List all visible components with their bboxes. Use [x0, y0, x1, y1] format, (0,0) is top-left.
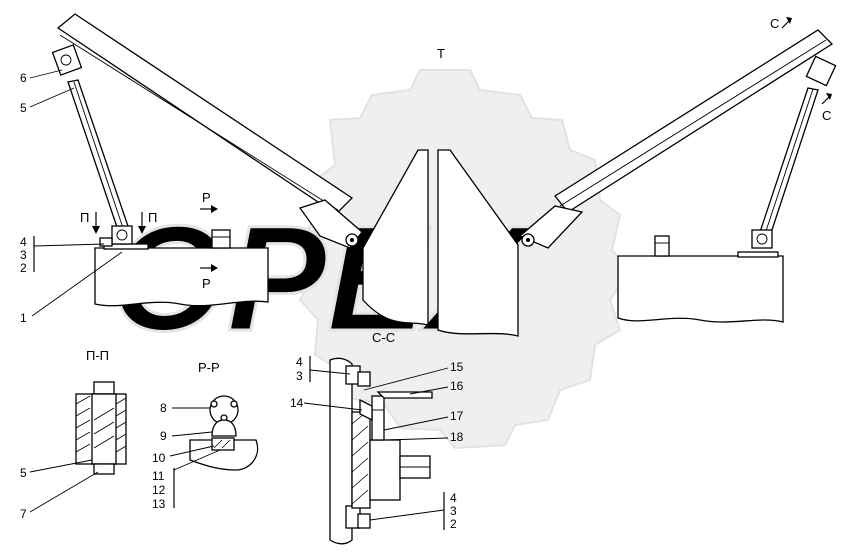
cut-plane-c: С С	[770, 16, 832, 123]
svg-text:Р: Р	[202, 190, 211, 205]
svg-text:5: 5	[20, 101, 27, 115]
svg-text:П: П	[148, 210, 157, 225]
view-rr-label: Р-Р	[198, 360, 220, 375]
callouts-pp: 5 7	[20, 459, 99, 521]
section-pp	[75, 381, 127, 475]
svg-text:17: 17	[450, 409, 464, 423]
view-cc-label: С-С	[372, 330, 395, 345]
svg-text:7: 7	[20, 507, 27, 521]
right-arm	[518, 29, 834, 249]
svg-text:П: П	[80, 210, 89, 225]
svg-text:15: 15	[450, 360, 464, 374]
svg-text:4: 4	[450, 491, 457, 505]
svg-text:4: 4	[296, 355, 303, 369]
svg-text:14: 14	[290, 396, 304, 410]
view-pp-label: П-П	[86, 348, 109, 363]
svg-text:11: 11	[152, 469, 165, 483]
top-label: Т	[437, 46, 445, 61]
right-strut	[751, 55, 837, 249]
svg-text:4: 4	[20, 235, 27, 249]
svg-text:6: 6	[20, 71, 27, 85]
cut-plane-r: Р Р	[200, 190, 218, 291]
left-strut	[51, 44, 133, 247]
right-base-block	[617, 235, 784, 323]
callouts-cc: 4 3 15 16 14 17 18 4 3 2	[290, 355, 464, 531]
svg-text:3: 3	[20, 248, 27, 262]
svg-text:С: С	[822, 108, 831, 123]
svg-text:13: 13	[152, 497, 166, 511]
svg-text:12: 12	[152, 483, 166, 497]
left-base-block	[94, 229, 269, 307]
center-posts	[362, 149, 519, 337]
svg-text:3: 3	[296, 369, 303, 383]
svg-text:8: 8	[160, 401, 167, 415]
svg-text:С: С	[770, 16, 779, 31]
section-cc	[329, 357, 433, 545]
svg-text:Р: Р	[202, 276, 211, 291]
svg-text:9: 9	[160, 429, 167, 443]
callouts-rr: 8 9 10 11 12 13	[152, 401, 221, 511]
svg-text:3: 3	[450, 504, 457, 518]
svg-text:2: 2	[20, 261, 27, 275]
svg-text:16: 16	[450, 379, 464, 393]
svg-text:5: 5	[20, 466, 27, 480]
cut-plane-p: П П	[80, 210, 157, 234]
svg-text:10: 10	[152, 451, 166, 465]
callouts-main: 6 5 4 3 2 1	[20, 69, 123, 325]
svg-text:1: 1	[20, 311, 27, 325]
svg-text:2: 2	[450, 517, 457, 531]
svg-text:18: 18	[450, 430, 464, 444]
left-arm	[56, 13, 363, 249]
